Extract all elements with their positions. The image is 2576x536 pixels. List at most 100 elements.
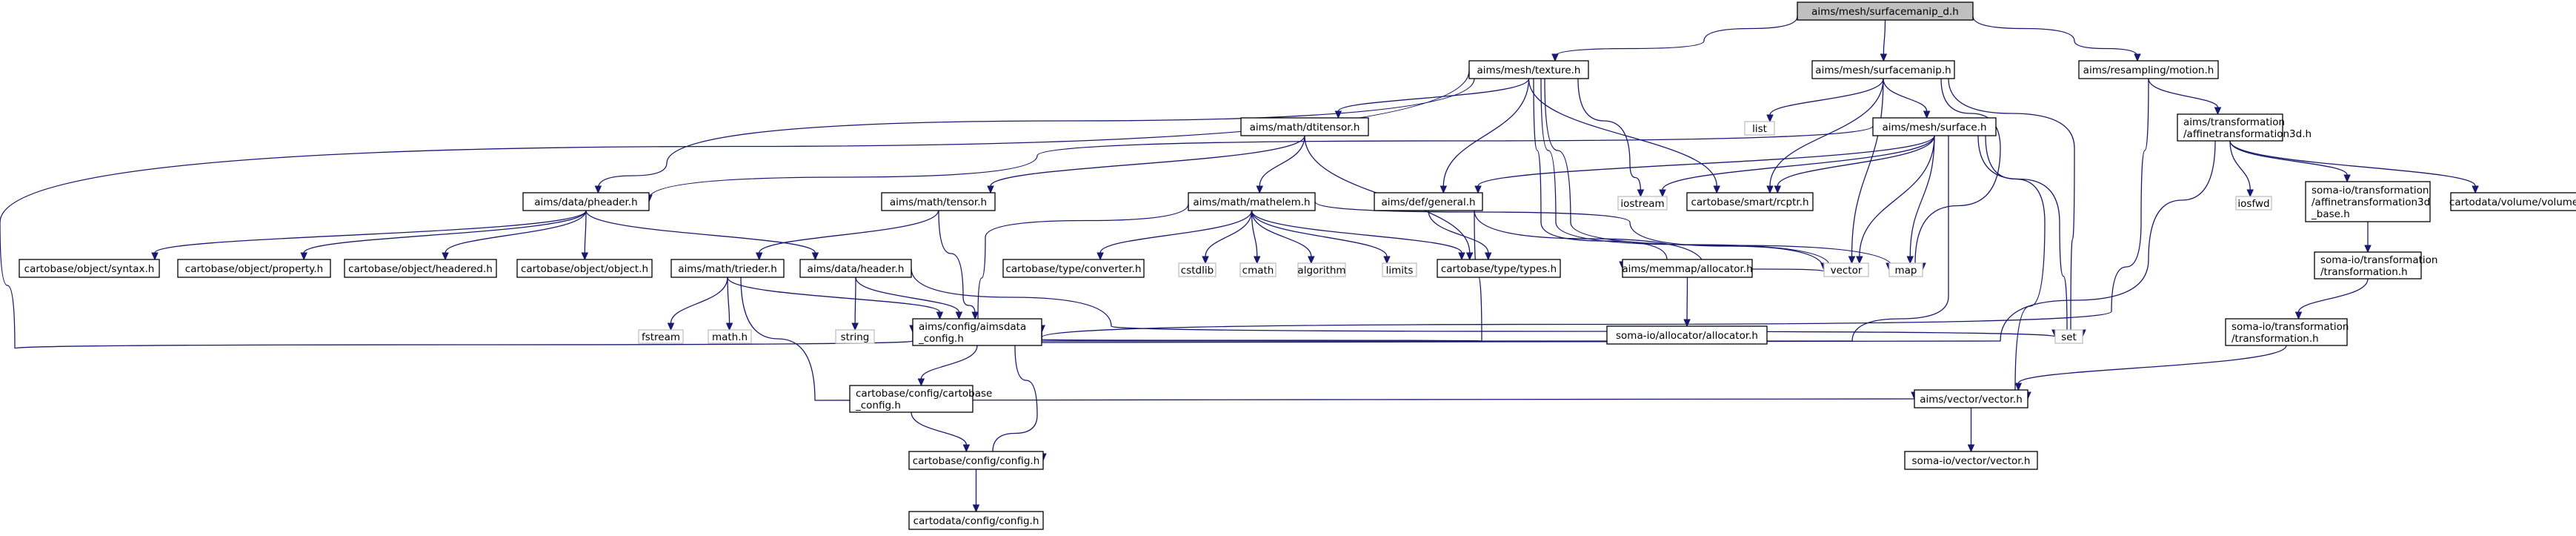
node-label: aims/mesh/texture.h [1477, 64, 1581, 76]
node-cartobasecfg[interactable]: cartobase/config/cartobase_config.h [849, 385, 992, 413]
node-types[interactable]: cartobase/type/types.h [1437, 259, 1561, 278]
node-label: string [841, 331, 870, 343]
node-root: aims/mesh/surfacemanip_d.h [1797, 1, 1974, 21]
edge-line [2017, 345, 2287, 384]
edge-arrowhead [1308, 256, 1315, 265]
node-header[interactable]: aims/data/header.h [799, 259, 912, 278]
node-label: aims/def/general.h [1381, 196, 1475, 208]
edge-root-to-surfacemanip [1880, 19, 1888, 62]
node-surface[interactable]: aims/mesh/surface.h [1872, 117, 1997, 136]
edge-line [1948, 78, 2083, 333]
edge-texture-to-iostream [1577, 78, 1645, 198]
node-label: cartobase/object/property.h [185, 263, 323, 275]
edge-line [759, 210, 939, 254]
node-volume[interactable]: cartodata/volume/volume.h [2449, 192, 2576, 211]
node-box [849, 385, 974, 413]
node-label-line: cartobase/object/property.h [185, 263, 323, 275]
edge-texture-to-rcptr [1528, 78, 1720, 194]
node-box [1823, 262, 1869, 277]
edge-surface-to-aimsdata [1038, 136, 1949, 342]
node-cartodatacfg[interactable]: cartodata/config/config.h [908, 511, 1044, 530]
edge-header-to-aimsdata [855, 277, 963, 320]
node-label: aims/memmap/allocator.h [1622, 263, 1752, 275]
edge-allocator-to-somaalloc [1683, 277, 1691, 328]
node-box [1437, 259, 1561, 278]
node-label: soma-io/transformation/transformation.h [2231, 321, 2349, 345]
edge-arrowhead [1458, 252, 1465, 261]
node-tensor[interactable]: aims/math/tensor.h [881, 192, 996, 211]
node-label: aims/math/dtitensor.h [1250, 122, 1360, 133]
node-label: cartobase/config/cartobase_config.h [855, 388, 992, 411]
node-somavector[interactable]: soma-io/vector/vector.h [1904, 451, 2038, 470]
node-label-line: /affinetransformation3d [2312, 196, 2430, 208]
node-label-line: _config.h [855, 400, 901, 411]
node-label-line: cartobase/smart/rcptr.h [1691, 196, 1808, 208]
edge-mathelem-to-converter [1096, 210, 1253, 261]
edge-arrowhead [851, 322, 859, 331]
edge-line [670, 277, 728, 324]
node-label: fstream [642, 331, 680, 343]
edge-line [1777, 135, 1935, 187]
node-pheader[interactable]: aims/data/pheader.h [522, 192, 650, 211]
node-texture[interactable]: aims/mesh/texture.h [1468, 60, 1589, 79]
node-label: cartodata/config/config.h [913, 515, 1039, 527]
node-fstream: fstream [638, 329, 684, 344]
node-label: list [1752, 123, 1767, 135]
node-label-line: aims/math/tensor.h [890, 196, 987, 208]
node-cartoconfig[interactable]: cartobase/config/config.h [908, 451, 1044, 470]
node-label: aims/mesh/surface.h [1882, 122, 1986, 133]
edge-line [938, 210, 976, 315]
node-general[interactable]: aims/def/general.h [1374, 192, 1483, 211]
node-converter[interactable]: cartobase/type/converter.h [1002, 259, 1145, 278]
node-rcptr[interactable]: cartobase/smart/rcptr.h [1686, 192, 1814, 211]
node-somatransfo2[interactable]: soma-io/transformation/transformation.h [2225, 318, 2349, 346]
node-somatransfo1[interactable]: soma-io/transformation/transformation.h [2314, 251, 2437, 279]
node-property[interactable]: cartobase/object/property.h [177, 259, 331, 278]
node-allocator[interactable]: aims/memmap/allocator.h [1622, 259, 1753, 278]
node-label-line: fstream [642, 331, 680, 343]
node-syntax[interactable]: cartobase/object/syntax.h [19, 259, 160, 278]
node-label-line: aims/data/header.h [808, 263, 905, 275]
node-box [1904, 451, 2038, 470]
node-box [1468, 60, 1589, 79]
node-affine3dbase[interactable]: soma-io/transformation/affinetransformat… [2305, 181, 2431, 222]
node-label: cartobase/object/object.h [521, 263, 648, 275]
node-box [799, 259, 912, 278]
node-mathelem[interactable]: aims/math/mathelem.h [1188, 192, 1316, 211]
edge-line [1428, 210, 1489, 254]
node-headered[interactable]: cartobase/object/headered.h [344, 259, 497, 278]
edge-line [990, 135, 1305, 187]
node-somaalloc[interactable]: soma-io/allocator/allocator.h [1606, 325, 1768, 345]
node-box [2177, 113, 2283, 142]
node-label-line: _base.h [2311, 208, 2350, 220]
edge-triader-to-mathh [725, 277, 733, 331]
edge-dtitensor-to-tensor [987, 135, 1305, 194]
node-motion[interactable]: aims/resampling/motion.h [2078, 60, 2219, 79]
edge-root-to-texture [1551, 16, 1798, 62]
node-box [1239, 262, 1277, 277]
node-box [1797, 1, 1974, 21]
node-aimsdata[interactable]: aims/config/aimsdata_config.h [912, 318, 1042, 346]
node-label-line: aims/transformation [2183, 116, 2285, 128]
node-affine3d[interactable]: aims/transformation/affinetransformation… [2177, 113, 2312, 142]
node-label: aims/config/aimsdata_config.h [918, 321, 1026, 345]
node-box [2305, 181, 2431, 222]
edge-surface-to-vector [1856, 135, 1935, 265]
node-label: cartobase/type/types.h [1441, 263, 1557, 275]
node-label: set [2061, 331, 2077, 343]
node-surfacemanip[interactable]: aims/mesh/surfacemanip.h [1811, 60, 1955, 79]
edge-line [1251, 210, 1258, 257]
edge-cartobasecfg-to-cartoconfig [911, 411, 971, 453]
node-triader[interactable]: aims/math/trieder.h [670, 259, 785, 278]
edge-line [911, 268, 2056, 337]
edge-arrowhead [1551, 53, 1559, 62]
edge-line [1883, 78, 1928, 112]
edge-header-to-string [851, 277, 859, 331]
node-box [912, 318, 1042, 346]
edge-line [2148, 78, 2219, 108]
edge-line [2229, 140, 2251, 191]
node-aimsvector[interactable]: aims/vector/vector.h [1914, 389, 2028, 408]
edge-texture-to-pheader [594, 78, 1475, 194]
node-object[interactable]: cartobase/object/object.h [516, 259, 653, 278]
node-dtitensor[interactable]: aims/math/dtitensor.h [1240, 117, 1369, 136]
